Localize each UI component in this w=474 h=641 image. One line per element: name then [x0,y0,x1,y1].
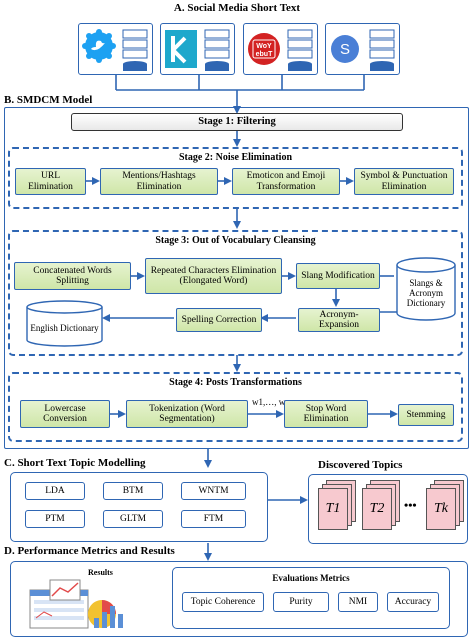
source-app: WoY ebuT [243,23,318,75]
lowercase-conversion: Lowercase Conversion [20,400,110,428]
evaluation-metrics-frame [172,567,450,629]
section-c-title: C. Short Text Topic Modelling [4,457,146,469]
stage4-title: Stage 4: Posts Transformations [169,377,302,388]
tokenization: Tokenization (Word Segmentation) [126,400,248,428]
tokens-label: w1,…, wm [252,397,293,407]
stage2-frame: Stage 2: Noise Elimination [8,147,463,209]
source-kaggle [160,23,235,75]
slangs-dictionary-label: Slangs & Acronym Dictionary [406,278,446,308]
topics-ellipsis: ••• [404,498,417,512]
stop-word-elimination: Stop Word Elimination [284,400,368,428]
svg-text:S: S [340,41,350,58]
model-lda: LDA [25,482,85,500]
metric-accuracy: Accuracy [387,592,439,612]
url-elimination: URL Elimination [15,168,86,195]
wot-app-icon: WoY ebuT [248,29,313,71]
model-ftm: FTM [181,510,246,528]
stage2-title: Stage 2: Noise Elimination [178,152,293,163]
section-d-title: D. Performance Metrics and Results [4,545,175,557]
metric-purity: Purity [273,592,329,612]
stage3-frame: Stage 3: Out of Vocabulary Cleansing [8,230,463,356]
kaggle-k-icon [165,29,230,71]
stage4-frame: Stage 4: Posts Transformations [8,372,463,442]
topic-t1: T1 [318,488,348,530]
model-wntm: WNTM [181,482,246,500]
svg-text:ebuT: ebuT [256,51,273,58]
topic-t2: T2 [362,488,392,530]
metrics-frame [10,561,468,637]
english-dictionary-label: English Dictionary [30,323,99,333]
spelling-correction: Spelling Correction [176,308,262,332]
english-dictionary: English Dictionary [25,300,104,348]
source-twitter [78,23,153,75]
model-ptm: PTM [25,510,85,528]
database-cylinder-icon [26,300,103,347]
symbol-punctuation-elimination: Symbol & Punctuation Elimination [354,168,454,195]
source-s: S [325,23,400,75]
acronym-expansion: Acronym-Expansion [298,308,380,332]
topic-stack-k: Tk [424,480,464,536]
model-btm: BTM [103,482,163,500]
database-cylinder-icon [396,257,456,321]
database-stack-icon [122,29,148,71]
emoticon-emoji-transformation: Emoticon and Emoji Transformation [232,168,340,195]
section-b-title: B. SMDCM Model [4,94,93,106]
topics-frame [308,474,468,544]
model-gltm: GLTM [103,510,163,528]
evaluation-metrics-title: Evaluations Metrics [272,573,350,583]
metric-topic-coherence: Topic Coherence [182,592,264,612]
results-dashboard-icon [29,579,123,629]
twitter-bird-icon [82,29,148,71]
smdcm-model-frame [4,107,469,449]
topic-stack-2: T2 [360,480,400,536]
slang-modification: Slang Modification [296,263,380,289]
s-logo-icon: S [331,29,395,71]
stage3-title: Stage 3: Out of Vocabulary Cleansing [155,235,316,246]
repeated-characters-elimination: Repeated Characters Elimination (Elongat… [145,258,282,294]
topic-stack-1: T1 [316,480,356,536]
models-frame [10,472,268,542]
slangs-acronym-dictionary: Slangs & Acronym Dictionary [395,256,457,322]
concatenated-words-splitting: Concatenated Words Splitting [14,262,131,290]
metric-nmi: NMI [338,592,378,612]
section-a-title: A. Social Media Short Text [173,2,301,14]
mentions-hashtags-elimination: Mentions/Hashtags Elimination [100,168,218,195]
topic-tk: Tk [426,488,456,530]
discovered-topics-title: Discovered Topics [318,459,403,471]
svg-text:WoY: WoY [256,43,272,50]
stemming: Stemming [398,404,454,426]
stage1-filtering: Stage 1: Filtering [71,113,403,131]
results-label: Results [88,568,113,577]
